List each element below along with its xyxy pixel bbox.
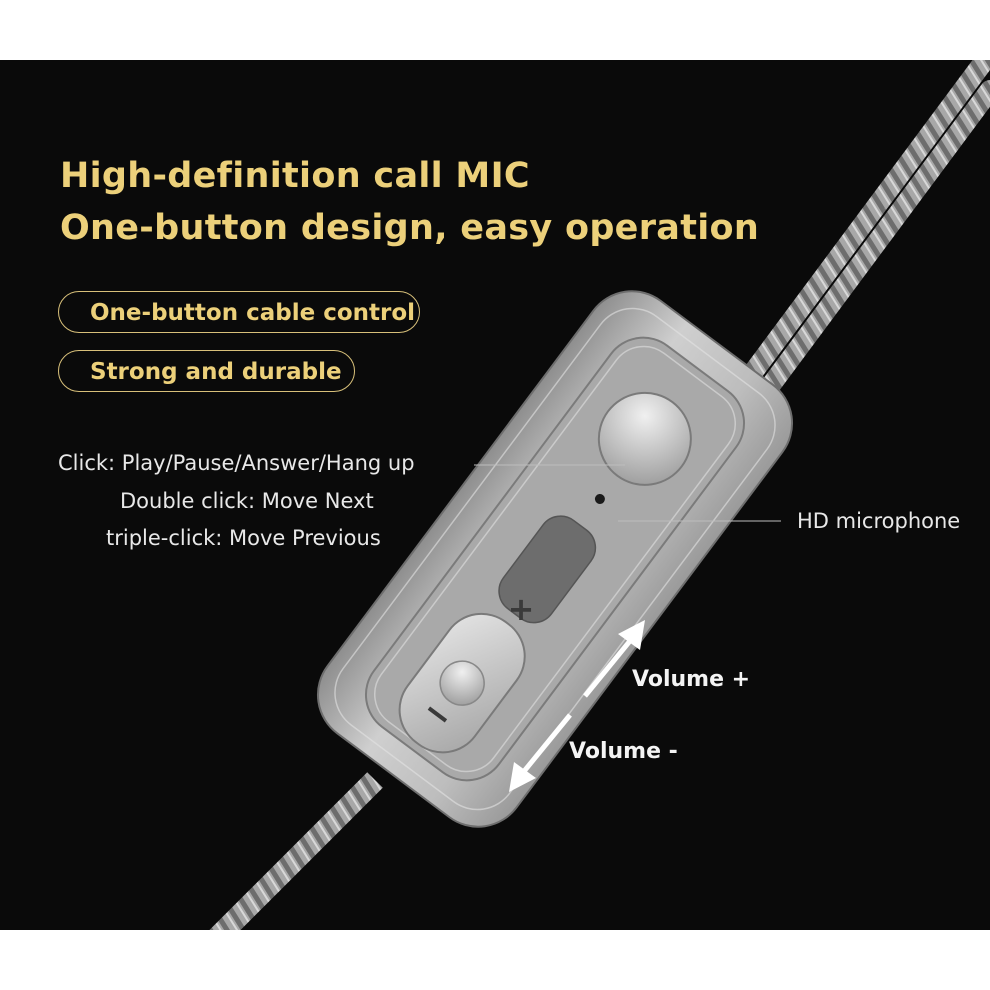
multifunction-button [597, 391, 692, 486]
earphone-remote-illustration: + − [209, 60, 990, 930]
volume-down-label: Volume - [569, 739, 678, 764]
feature-pill-durable: Strong and durable [58, 350, 355, 392]
product-banner: + − High-definition call MIC One-button … [0, 60, 990, 930]
instruction-double-click: Double click: Move Next [120, 489, 374, 513]
plus-symbol: + [508, 590, 535, 628]
braided-cable [209, 60, 990, 930]
volume-up-arrow-icon [583, 620, 645, 698]
volume-down-arrow-icon [509, 713, 572, 792]
microphone-label: HD microphone [797, 509, 961, 533]
inline-remote [316, 290, 794, 828]
microphone-hole [594, 493, 605, 504]
headline-line-2: One-button design, easy operation [60, 208, 760, 248]
volume-up-label: Volume + [632, 667, 751, 692]
instruction-click: Click: Play/Pause/Answer/Hang up [58, 451, 415, 475]
instruction-triple-click: triple-click: Move Previous [106, 526, 381, 550]
feature-pill-cable-control: One-button cable control [58, 291, 420, 333]
feature-pill-label: Strong and durable [90, 359, 342, 385]
headline-line-1: High-definition call MIC [60, 156, 530, 196]
feature-pill-label: One-button cable control [90, 300, 416, 326]
